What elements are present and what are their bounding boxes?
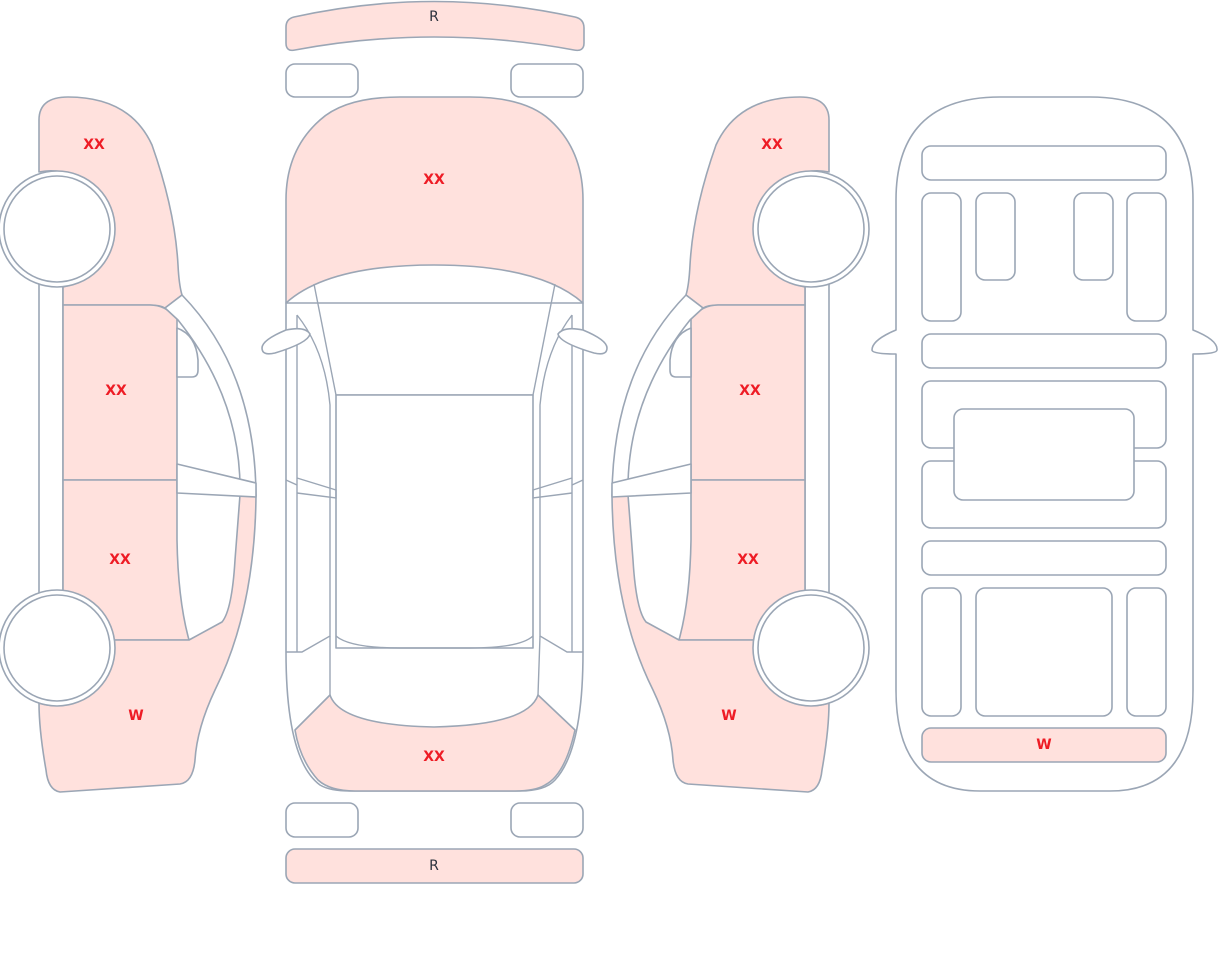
right-sill[interactable] — [804, 279, 830, 596]
trunk[interactable] — [294, 694, 576, 792]
rear-right-taillight[interactable] — [510, 802, 584, 838]
right-b-pillar[interactable] — [611, 463, 692, 498]
trunk-label: XX — [423, 749, 445, 765]
interior-view — [871, 96, 1218, 792]
front-bumper[interactable] — [285, 0, 585, 52]
front-right-headlight[interactable] — [510, 63, 584, 98]
front-left-door-panel[interactable] — [921, 192, 962, 322]
right-side-view — [611, 96, 870, 793]
rear-left-door-panel[interactable] — [921, 587, 962, 717]
front-left-headlight[interactable] — [285, 63, 359, 98]
rear-bumper[interactable] — [285, 848, 584, 884]
hood[interactable] — [285, 96, 584, 304]
left-side-mirror-top[interactable] — [261, 327, 311, 355]
rear-seat[interactable] — [975, 587, 1113, 717]
top-view — [261, 0, 608, 884]
front-console[interactable] — [921, 333, 1167, 369]
right-rear-quarter-label: W — [721, 708, 736, 724]
right-rear-door-label: XX — [737, 552, 759, 568]
rear-left-taillight[interactable] — [285, 802, 359, 838]
right-mirror[interactable] — [669, 327, 692, 378]
rear-right-door-panel[interactable] — [1126, 587, 1167, 717]
front-right-door-panel[interactable] — [1126, 192, 1167, 322]
rear-console[interactable] — [921, 540, 1167, 576]
right-front-wheel[interactable] — [757, 175, 865, 283]
left-rear-quarter-label: W — [128, 708, 143, 724]
passenger-seat[interactable] — [1073, 192, 1114, 281]
left-mirror[interactable] — [176, 327, 199, 378]
right-rear-wheel[interactable] — [757, 594, 865, 702]
left-front-wheel[interactable] — [3, 175, 111, 283]
left-rear-wheel[interactable] — [3, 594, 111, 702]
right-side-mirror-top[interactable] — [557, 327, 608, 355]
right-front-fender-label: XX — [761, 137, 783, 153]
rear-window-line — [335, 635, 534, 649]
hood-label: XX — [423, 172, 445, 188]
dashboard[interactable] — [921, 145, 1167, 181]
rear-interior-panel[interactable] — [921, 727, 1167, 763]
roof[interactable] — [335, 394, 534, 649]
left-b-pillar[interactable] — [176, 463, 257, 498]
right-front-door-label: XX — [739, 383, 761, 399]
left-side-view — [0, 96, 257, 793]
left-front-door-label: XX — [105, 383, 127, 399]
b-pillar-lines — [285, 477, 584, 499]
left-sill[interactable] — [38, 279, 64, 596]
driver-seat[interactable] — [975, 192, 1016, 281]
center-console[interactable] — [953, 408, 1135, 501]
rear-bumper-label: R — [429, 858, 439, 874]
side-window-lines — [286, 314, 583, 653]
rear-interior-panel-label: W — [1036, 737, 1051, 753]
left-front-fender-label: XX — [83, 137, 105, 153]
left-rear-door-label: XX — [109, 552, 131, 568]
c-pillar-lines — [329, 635, 541, 696]
front-bumper-label: R — [429, 9, 439, 25]
